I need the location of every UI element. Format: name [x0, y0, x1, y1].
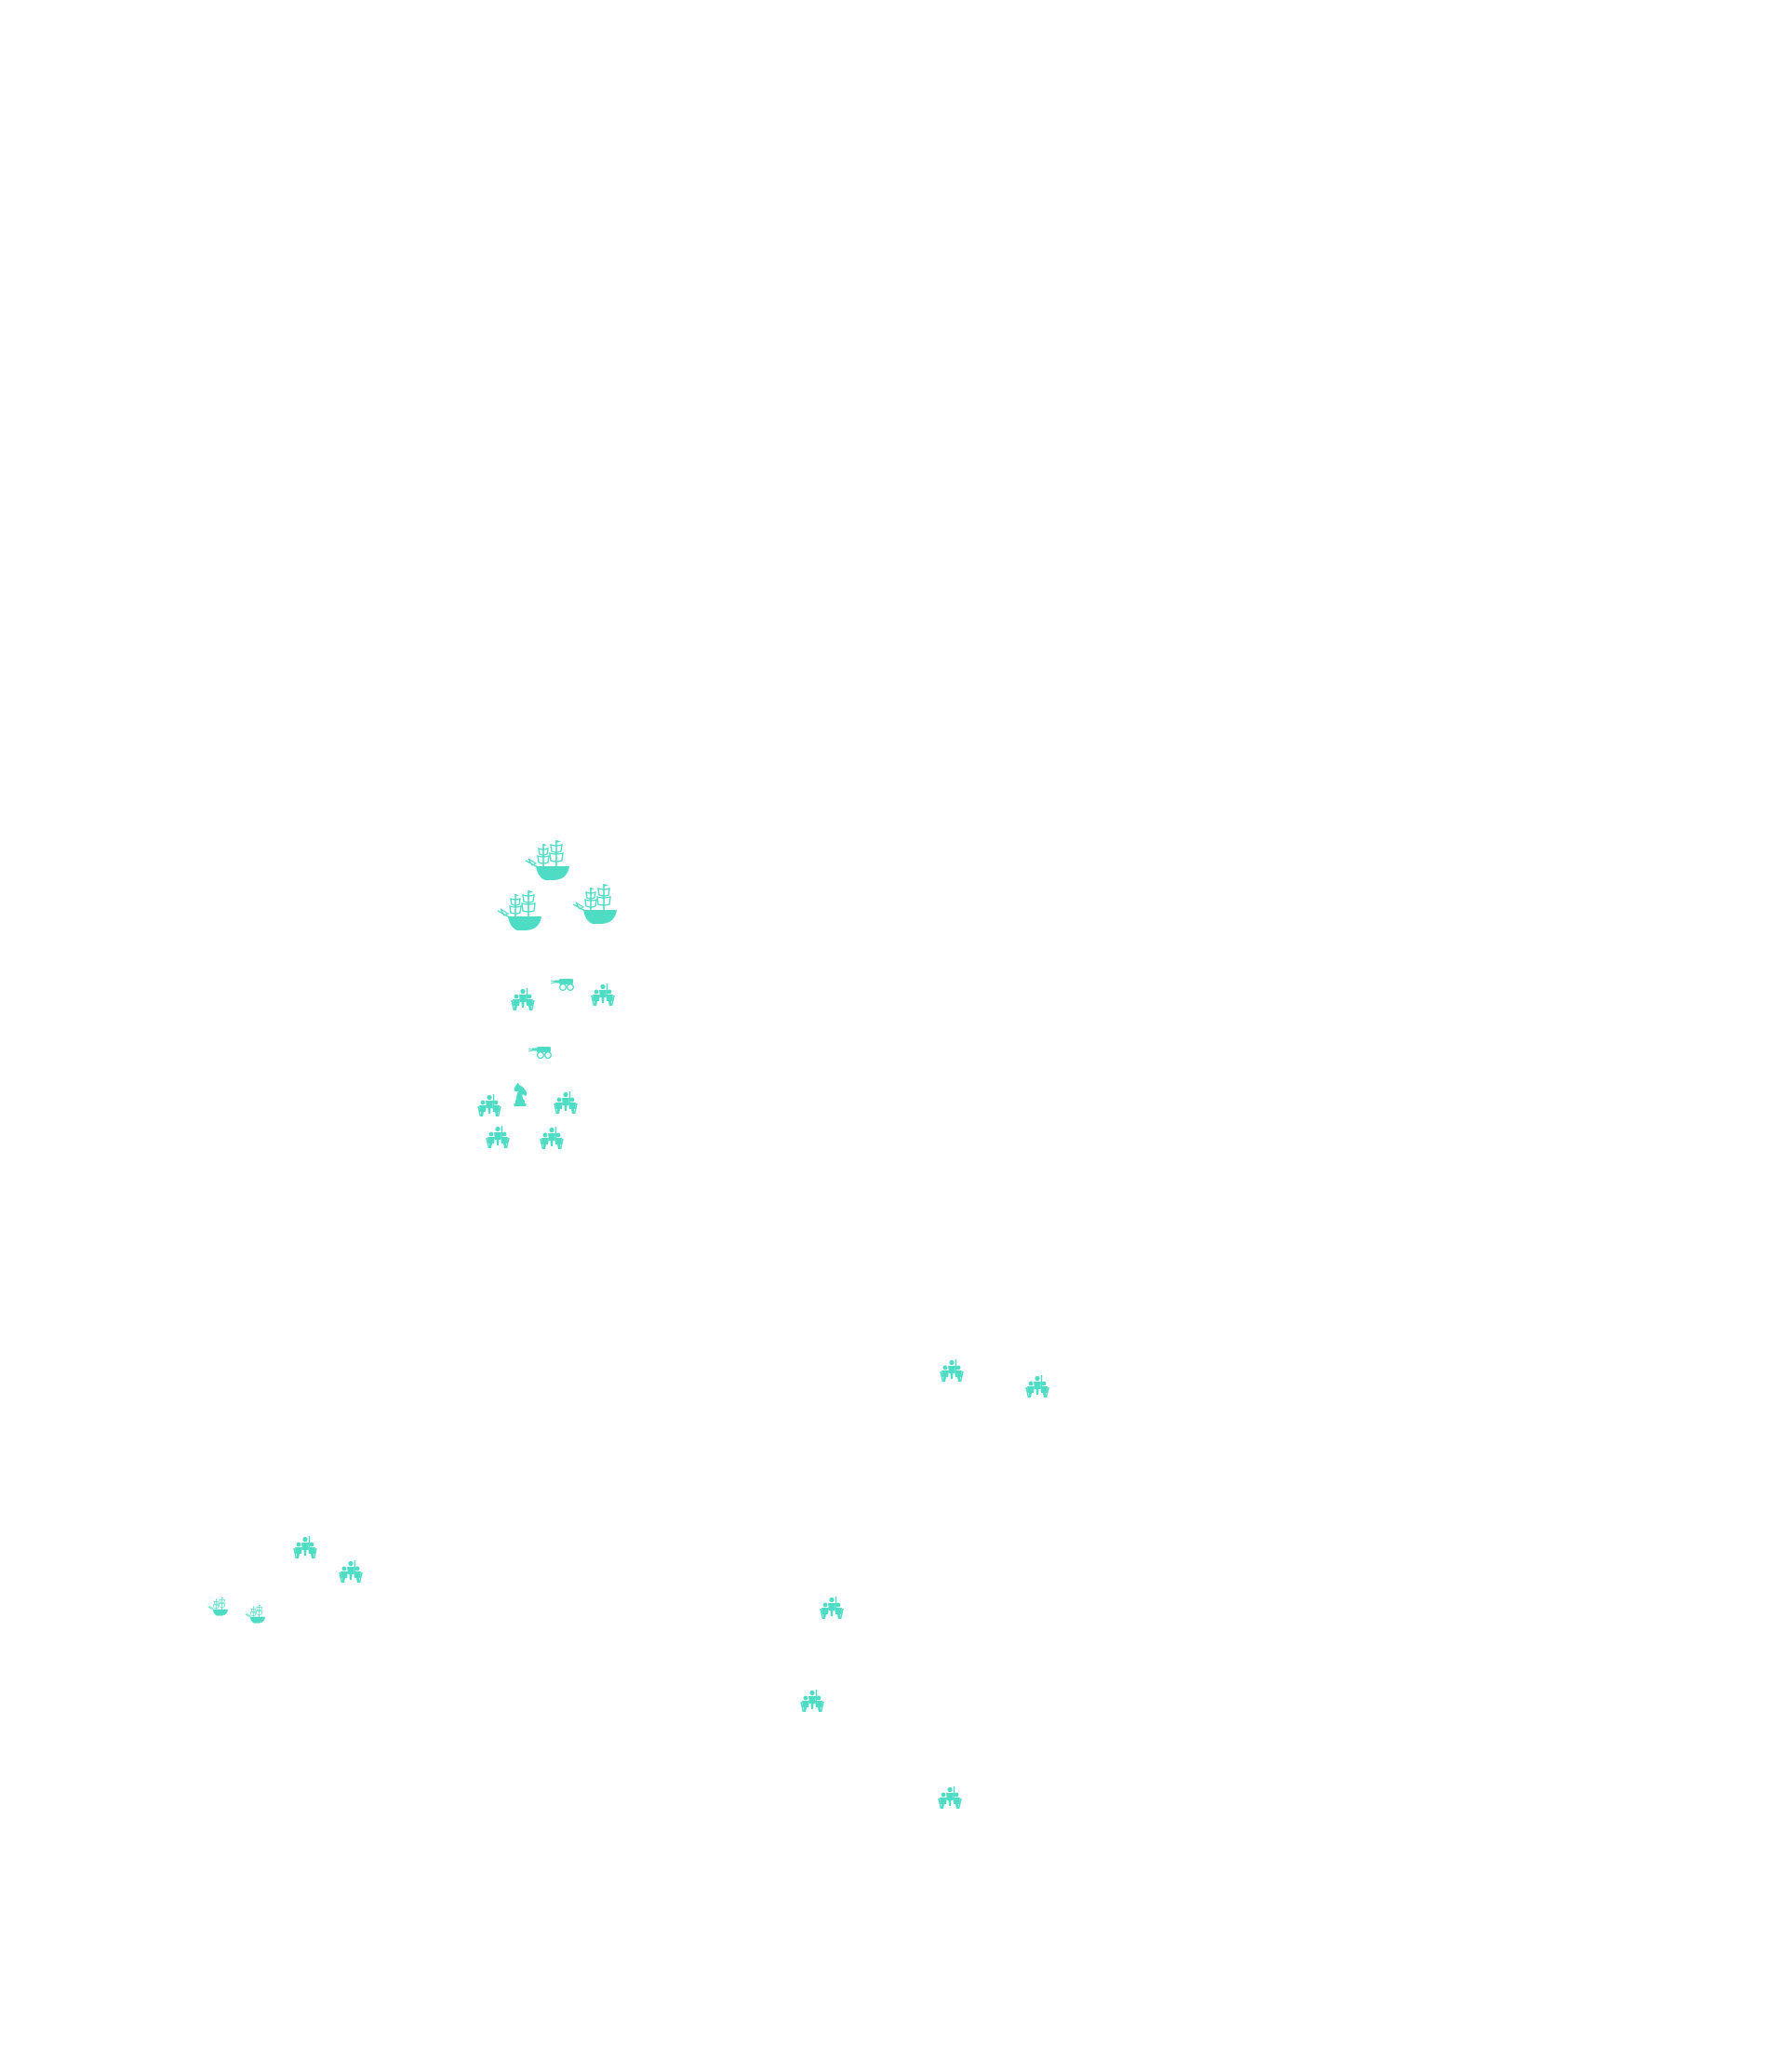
- infantry-icon[interactable]: [338, 1557, 364, 1584]
- cannon-icon[interactable]: [551, 977, 575, 992]
- infantry-icon[interactable]: [553, 1089, 579, 1115]
- sailing-ship-icon[interactable]: [570, 882, 622, 927]
- sailing-ship-icon[interactable]: [244, 1604, 268, 1624]
- infantry-icon[interactable]: [292, 1533, 318, 1559]
- infantry-icon[interactable]: [819, 1594, 845, 1620]
- infantry-icon[interactable]: [539, 1124, 565, 1150]
- infantry-icon[interactable]: [939, 1357, 965, 1383]
- infantry-icon[interactable]: [476, 1091, 502, 1117]
- sailing-ship-icon[interactable]: [207, 1597, 231, 1617]
- infantry-icon[interactable]: [590, 981, 616, 1007]
- cannon-icon[interactable]: [528, 1045, 553, 1060]
- knight-icon[interactable]: [511, 1082, 529, 1106]
- infantry-icon[interactable]: [937, 1784, 963, 1810]
- infantry-icon[interactable]: [799, 1687, 825, 1713]
- infantry-icon[interactable]: [485, 1123, 511, 1149]
- infantry-icon[interactable]: [510, 985, 536, 1011]
- infantry-icon[interactable]: [1024, 1372, 1050, 1398]
- sailing-ship-icon[interactable]: [495, 889, 547, 933]
- sailing-ship-icon[interactable]: [523, 838, 575, 883]
